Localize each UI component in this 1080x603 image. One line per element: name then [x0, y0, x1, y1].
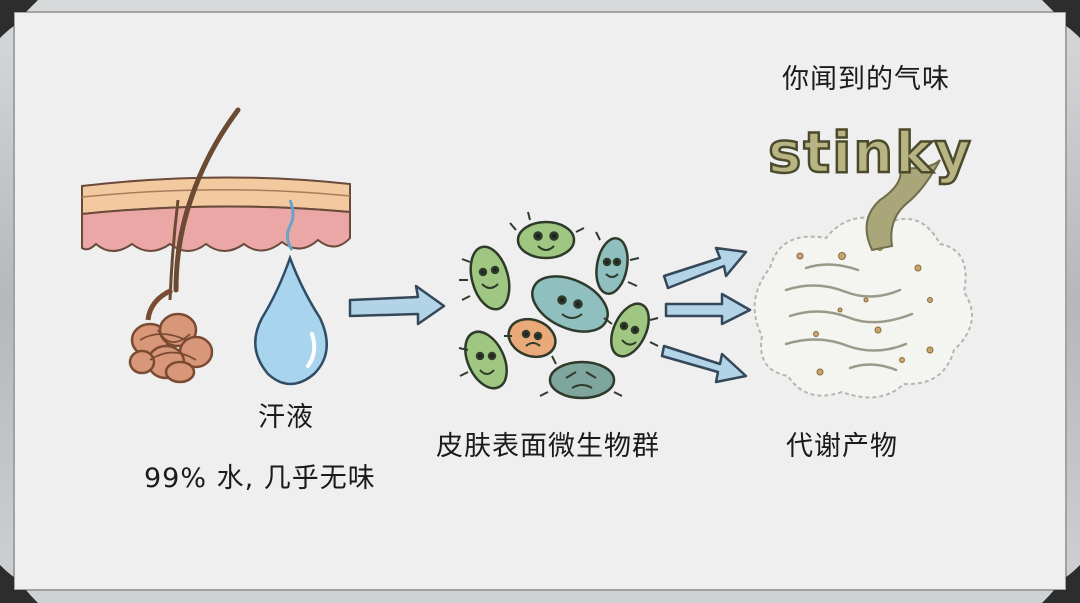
sweat-description: 99% 水, 几乎无味	[144, 463, 376, 494]
frame-corner-tr	[1042, 0, 1080, 38]
odor-cloud-icon	[753, 216, 973, 399]
hair-icon	[173, 107, 241, 293]
bacteria-icon	[595, 237, 629, 295]
bacteria-icon	[610, 302, 650, 358]
arrow-right-icon-group	[660, 246, 752, 384]
smell-heading: 你闻到的气味	[782, 64, 950, 95]
sweat-gland-icon	[128, 287, 214, 384]
arrow-right-icon	[348, 284, 446, 326]
bacteria-icon	[469, 245, 511, 311]
bacteria-icon	[464, 330, 508, 390]
bacteria-icon	[531, 275, 609, 333]
frame-corner-br	[1042, 565, 1080, 603]
microbe-cluster	[458, 211, 659, 400]
sweat-droplet-icon	[254, 254, 328, 386]
arrow-right-icon	[660, 344, 748, 384]
frame-corner-tl	[0, 0, 38, 38]
bacteria-icon	[548, 360, 616, 400]
frame-corner-bl	[0, 565, 38, 603]
sweat-pore-icon	[285, 199, 295, 251]
arrow-right-icon	[664, 292, 752, 326]
bacteria-icon	[507, 317, 557, 359]
stink-plume-icon	[865, 159, 941, 252]
arrow-right-icon	[662, 246, 748, 290]
bacteria-icon	[516, 220, 576, 260]
metabolites-label: 代谢产物	[786, 431, 898, 462]
skin-cross-section-icon	[81, 176, 351, 252]
microbes-label: 皮肤表面微生物群	[436, 431, 660, 462]
stinky-text: stinky	[768, 121, 973, 186]
sweat-label: 汗液	[258, 402, 314, 433]
